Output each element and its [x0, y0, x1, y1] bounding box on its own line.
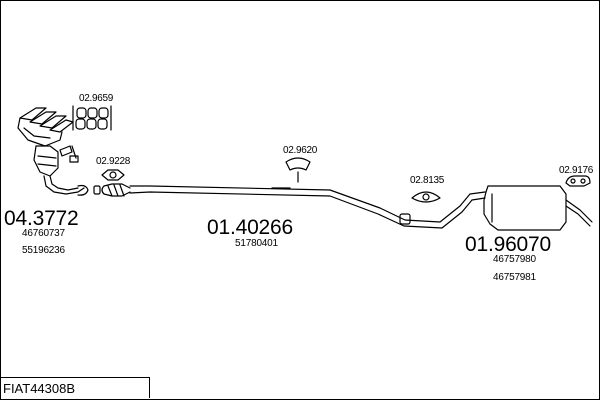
- part-number-manifold[interactable]: 04.3772: [4, 207, 79, 230]
- part-number-rear-silencer[interactable]: 01.96070: [465, 233, 551, 256]
- part-number-middle-pipe[interactable]: 01.40266: [207, 216, 293, 239]
- accessory-label-manifold-gasket: 02.9659: [79, 93, 114, 104]
- rubber-hanger-icon[interactable]: [285, 157, 311, 183]
- oe-number-rear-silencer-1: 46757980: [493, 254, 536, 265]
- middle-pipe[interactable]: [101, 183, 486, 229]
- oe-number-middle-pipe: 51780401: [235, 238, 278, 249]
- accessory-label-flange-gasket: 02.9228: [96, 156, 131, 167]
- accessory-label-clamp: 02.8135: [410, 175, 445, 186]
- oe-number-manifold-1: 46760737: [22, 228, 65, 239]
- oe-number-manifold-2: 55196236: [22, 245, 65, 256]
- rear-silencer[interactable]: [483, 185, 593, 231]
- manifold-gasket-icon[interactable]: [72, 105, 112, 131]
- clamp-hanger-icon[interactable]: [411, 191, 441, 203]
- flange-gasket-icon[interactable]: [101, 169, 125, 181]
- diagram-code: FIAT44308B: [0, 377, 150, 398]
- pipe-joint-clamp: [399, 213, 411, 225]
- joint-gasket-icon: [93, 185, 101, 195]
- exhaust-manifold-catalyst[interactable]: [17, 107, 89, 196]
- accessory-label-hanger-middle: 02.9620: [283, 145, 318, 156]
- oe-number-rear-silencer-2: 46757981: [493, 272, 536, 283]
- accessory-label-hanger-rear: 02.9176: [559, 165, 594, 176]
- rear-hanger-icon[interactable]: [565, 175, 591, 187]
